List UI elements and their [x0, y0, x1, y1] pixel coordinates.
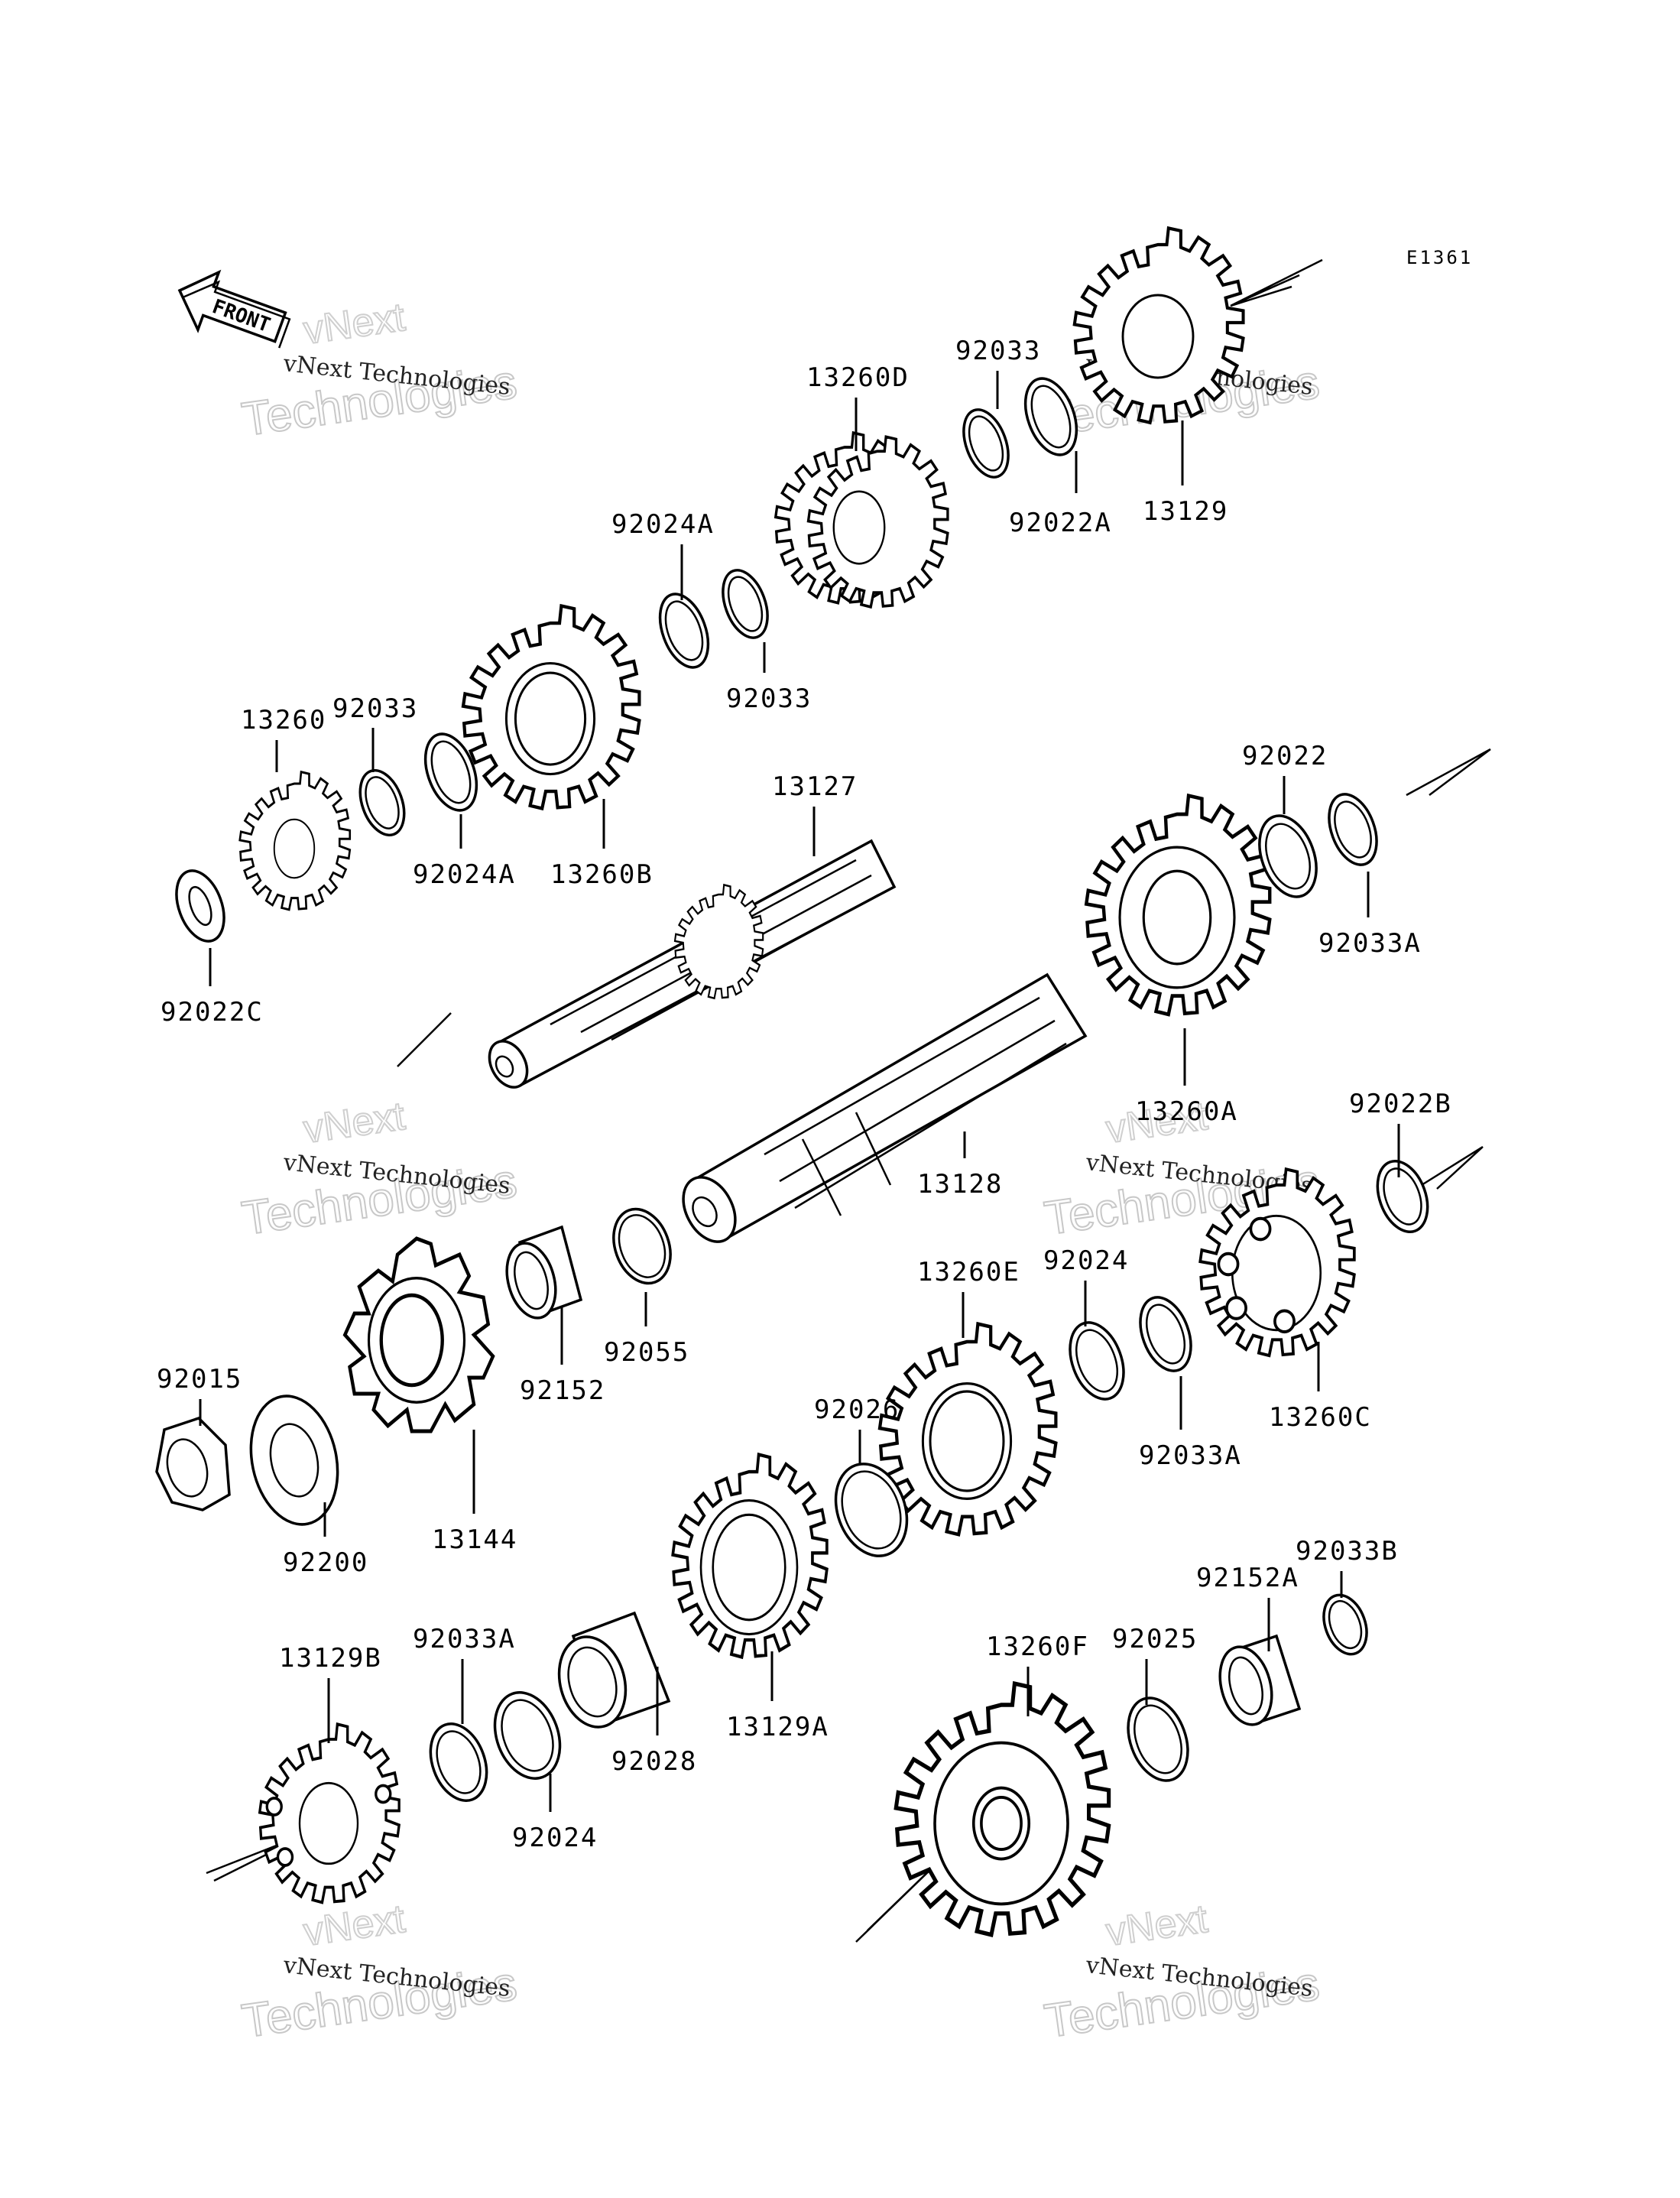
circlip-92033A-low: [429, 1722, 488, 1802]
washer-92022: [1258, 814, 1318, 898]
part-labels: 92033 13260D 92022A 13129 92024A 92033 9…: [157, 336, 1452, 1853]
gear-13129: [1075, 228, 1244, 422]
svg-text:vNext: vNext: [301, 1094, 408, 1152]
oring-92055: [612, 1207, 672, 1285]
collar-92152: [505, 1225, 583, 1320]
washer-92024-mid: [1069, 1321, 1125, 1401]
part-label: 92033A: [1318, 928, 1422, 959]
part-label: 92033A: [413, 1624, 516, 1654]
gear-13260F: [896, 1683, 1108, 1935]
part-label: 13260: [241, 705, 326, 735]
front-arrow-icon: FRONT: [177, 269, 291, 349]
part-label: 92024A: [413, 859, 516, 890]
diagram-code: E1361: [1406, 247, 1473, 268]
washer-92022A: [1023, 377, 1078, 456]
part-label: 13128: [917, 1169, 1003, 1200]
washer-92022B: [1376, 1159, 1429, 1234]
part-label: 92033: [332, 693, 418, 724]
svg-text:vNext: vNext: [301, 1897, 408, 1955]
gear-13260E: [880, 1324, 1056, 1535]
part-label: 13260F: [986, 1631, 1089, 1662]
part-label: 92022: [1242, 741, 1328, 771]
part-label: 92200: [283, 1547, 368, 1578]
gear-13129B: [258, 1722, 401, 1904]
part-label: 92152A: [1196, 1563, 1299, 1593]
bushing-92028: [557, 1611, 671, 1729]
circlip-92033-left: [358, 768, 406, 837]
part-label: 92028: [611, 1746, 697, 1777]
svg-text:vNext: vNext: [301, 295, 408, 353]
part-label: 13127: [772, 771, 858, 802]
shaft-13128: [682, 972, 1088, 1243]
gear-13129A: [673, 1455, 827, 1657]
gear-13260D: [774, 431, 949, 609]
washer-92025: [1127, 1696, 1189, 1782]
shaft-13127: [488, 839, 897, 1089]
part-label: 13260E: [917, 1257, 1020, 1287]
part-label: 92033: [726, 683, 812, 714]
part-label: 92015: [157, 1364, 242, 1394]
part-label: 13129: [1143, 496, 1228, 527]
leader-lines: [199, 371, 1400, 1812]
part-label: 92055: [604, 1337, 689, 1368]
part-label: 92033: [955, 336, 1041, 366]
lockwasher-92200: [249, 1394, 339, 1526]
collar-92152A: [1218, 1634, 1302, 1726]
part-label: 13129B: [279, 1643, 382, 1674]
part-label: 92024A: [611, 509, 715, 540]
washer-92022C: [175, 869, 225, 943]
part-label: 92152: [520, 1375, 605, 1406]
watermark-bottom-left: vNext Technologies vNext Technologies: [238, 1896, 521, 2049]
nut-92015: [155, 1416, 231, 1511]
circlip-92033-mid: [722, 569, 769, 639]
part-label: 92033A: [1139, 1440, 1242, 1471]
circlip-92033A-mid: [1139, 1296, 1192, 1372]
gear-13260B: [463, 606, 639, 809]
part-label: 92022A: [1009, 508, 1112, 538]
washer-92024A-low: [423, 732, 478, 812]
part-label: 13129A: [726, 1712, 829, 1742]
part-label: 92022B: [1349, 1089, 1452, 1119]
sprocket-13144: [342, 1236, 495, 1433]
part-label: 92025: [1112, 1624, 1198, 1654]
gear-13260: [238, 771, 352, 911]
gear-13260C: [1200, 1169, 1354, 1355]
washer-92024-low: [493, 1691, 562, 1780]
part-label: 92033B: [1296, 1536, 1399, 1567]
washer-92024A-top: [658, 593, 710, 669]
watermark-middle-left: vNext Technologies vNext Technologies: [238, 1093, 521, 1246]
part-label: 92026: [814, 1394, 900, 1425]
part-label: 92022C: [161, 997, 264, 1028]
watermark-bottom-right: vNext Technologies vNext Technologies: [1040, 1896, 1323, 2049]
circlip-92033B: [1322, 1593, 1368, 1656]
part-label: 13260A: [1135, 1096, 1238, 1127]
part-label: 13260B: [550, 859, 654, 890]
part-label: 13260D: [806, 362, 910, 393]
part-label: 92024: [512, 1823, 598, 1853]
circlip-92033-top: [962, 408, 1010, 479]
svg-text:vNext: vNext: [1104, 1897, 1211, 1955]
gear-13260A: [1086, 796, 1270, 1015]
part-label: 92024: [1043, 1245, 1129, 1276]
part-label: 13260C: [1269, 1402, 1372, 1433]
circlip-92033A-top: [1328, 793, 1378, 866]
part-label: 13144: [432, 1524, 517, 1555]
